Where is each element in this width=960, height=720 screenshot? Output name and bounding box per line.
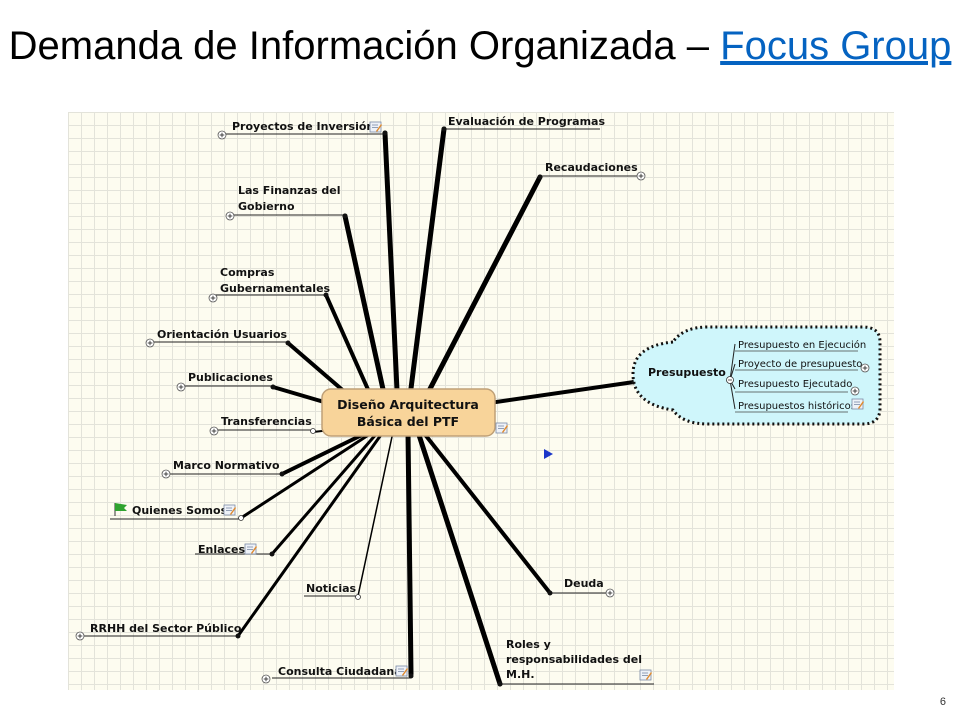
child-presupuesto-ejecutado[interactable]: Presupuesto Ejecutado <box>738 379 852 390</box>
expand-plus-icon[interactable] <box>75 631 85 641</box>
branch-compras-line-2[interactable]: Gubernamentales <box>220 282 331 295</box>
expand-plus-icon[interactable] <box>161 469 171 479</box>
note-icon[interactable] <box>369 121 383 133</box>
branch-rrhh-sector-publico[interactable]: RRHH del Sector Público <box>90 622 242 635</box>
expand-plus-icon[interactable] <box>208 293 218 303</box>
child-proyecto-presupuesto[interactable]: Proyecto de presupuesto <box>738 359 862 370</box>
branch-roles-line-1[interactable]: Roles y <box>506 638 551 651</box>
note-icon[interactable] <box>244 543 258 555</box>
flag-icon <box>114 503 127 516</box>
junction-dots <box>235 126 637 687</box>
expand-plus-icon[interactable] <box>225 211 235 221</box>
mindmap-canvas: Diseño Arquitectura Básica del PTF Proye… <box>68 112 894 690</box>
branch-publicaciones[interactable]: Publicaciones <box>188 371 273 384</box>
title-text: Demanda de Información Organizada – <box>8 24 721 68</box>
note-icon[interactable] <box>495 422 509 434</box>
branch-recaudaciones[interactable]: Recaudaciones <box>545 161 638 174</box>
branch-orientacion-usuarios[interactable]: Orientación Usuarios <box>157 328 288 341</box>
play-arrow-icon <box>544 449 553 459</box>
expand-plus-icon[interactable] <box>605 588 615 598</box>
focus-group-link[interactable]: Focus Group <box>720 24 952 68</box>
label-underlines <box>80 128 730 685</box>
note-icon[interactable] <box>639 669 653 681</box>
slide-number: 6 <box>939 696 946 708</box>
branch-transferencias[interactable]: Transferencias <box>221 415 312 428</box>
child-presupuestos-historicos[interactable]: Presupuestos históricos <box>738 400 856 412</box>
presupuesto-cloud <box>631 325 882 426</box>
root-line-2: Básica del PTF <box>357 414 459 429</box>
expand-plus-icon[interactable] <box>850 386 860 396</box>
expand-plus-icon[interactable] <box>176 382 186 392</box>
child-presupuesto-ejecucion[interactable]: Presupuesto en Ejecución <box>738 339 866 351</box>
branch-compras-line-1[interactable]: Compras <box>220 266 275 279</box>
branch-finanzas-line-2[interactable]: Gobierno <box>238 200 295 213</box>
branch-evaluacion-programas[interactable]: Evaluación de Programas <box>448 115 605 128</box>
expand-plus-icon[interactable] <box>217 130 227 140</box>
branch-quienes-somos[interactable]: Quienes Somos <box>132 504 228 517</box>
expand-plus-icon[interactable] <box>209 426 219 436</box>
branch-finanzas-line-1[interactable]: Las Finanzas del <box>238 184 341 197</box>
branch-deuda[interactable]: Deuda <box>564 577 604 590</box>
mindmap-svg: Diseño Arquitectura Básica del PTF Proye… <box>75 115 882 687</box>
root-node[interactable]: Diseño Arquitectura Básica del PTF <box>321 388 496 437</box>
branch-presupuesto[interactable]: Presupuesto <box>648 366 726 379</box>
note-icon[interactable] <box>851 398 865 410</box>
expand-plus-icon[interactable] <box>145 338 155 348</box>
expand-plus-icon[interactable] <box>261 674 271 684</box>
branch-proyectos-inversion[interactable]: Proyectos de Inversión <box>232 120 374 133</box>
expand-plus-icon[interactable] <box>860 363 870 373</box>
branch-enlaces[interactable]: Enlaces <box>198 543 246 556</box>
branch-roles-line-3[interactable]: M.H. <box>506 668 535 681</box>
root-line-1: Diseño Arquitectura <box>337 397 479 412</box>
expand-plus-icon[interactable] <box>636 171 646 181</box>
branch-marco-normativo[interactable]: Marco Normativo <box>173 459 280 472</box>
note-icon[interactable] <box>223 504 237 516</box>
slide-title: Demanda de Información Organizada – Focu… <box>0 24 960 69</box>
branch-consulta-ciudadana[interactable]: Consulta Ciudadana <box>278 665 402 678</box>
note-icon[interactable] <box>395 665 409 677</box>
branch-roles-line-2[interactable]: responsabilidades del <box>506 653 642 666</box>
branch-noticias[interactable]: Noticias <box>306 582 357 595</box>
